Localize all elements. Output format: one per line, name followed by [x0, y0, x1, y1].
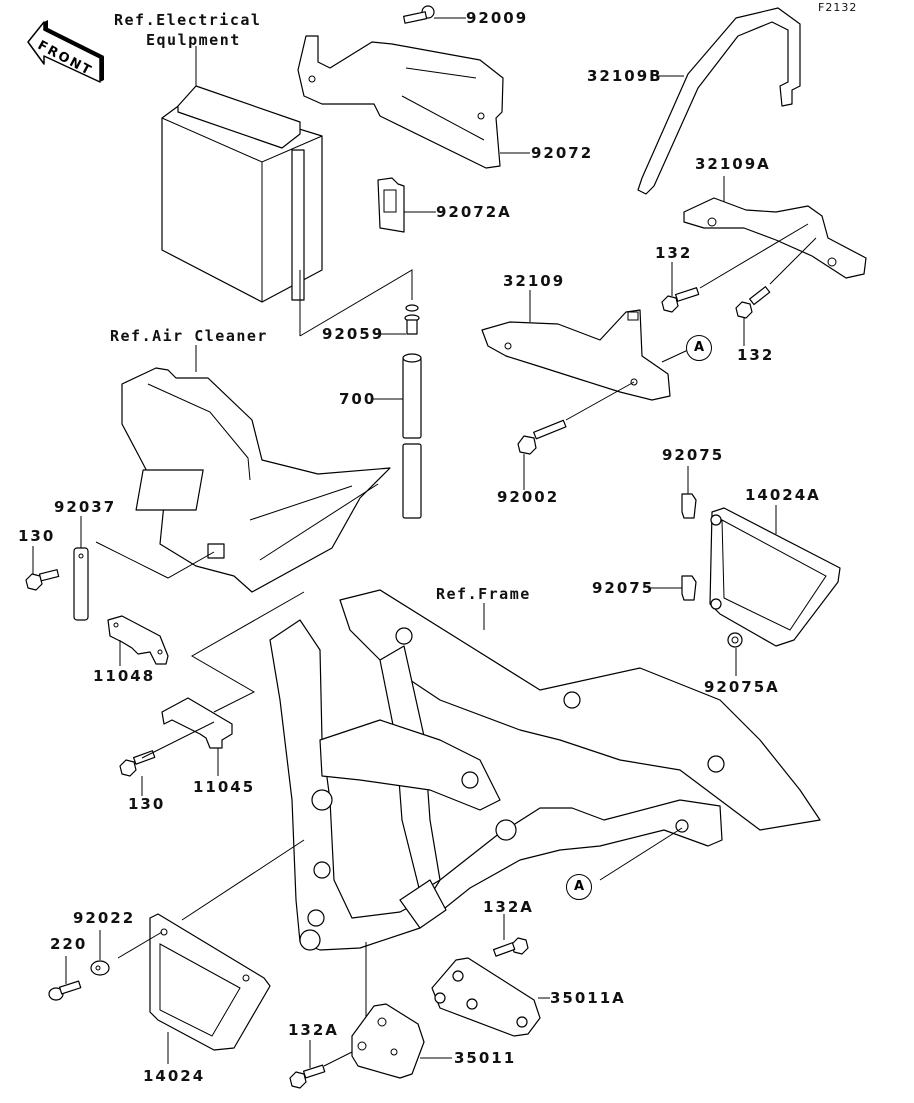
bolt-130-top [25, 546, 60, 591]
part-label-92075A[interactable]: 92075A [704, 678, 780, 696]
part-label-132-lower[interactable]: 132 [737, 346, 775, 364]
part-label-32109[interactable]: 32109 [503, 272, 566, 290]
bracket-32109A [683, 176, 867, 279]
part-label-92072A[interactable]: 92072A [436, 203, 512, 221]
bolt-132-lower [735, 237, 817, 346]
grommet-92075A [727, 632, 743, 676]
cover-14024A [709, 505, 841, 647]
part-label-14024A[interactable]: 14024A [745, 486, 821, 504]
clip-92072A [377, 177, 436, 233]
washer-92022 [90, 930, 163, 976]
part-label-92037[interactable]: 92037 [54, 498, 117, 516]
strap-32109B [637, 7, 801, 195]
ref-electrical-line1: Ref.Electrical [114, 11, 262, 29]
part-label-11045[interactable]: 11045 [193, 778, 256, 796]
mount-35011 [351, 1003, 452, 1079]
bolt-130-bottom [119, 721, 215, 796]
bolt-92002 [517, 381, 635, 490]
callout-a-top: A [686, 335, 712, 361]
tube-700 [372, 353, 422, 519]
part-label-11048[interactable]: 11048 [93, 667, 156, 685]
plate-11048 [107, 615, 169, 666]
strap-92037 [73, 516, 215, 621]
bolt-132A-top [492, 914, 529, 957]
part-label-700[interactable]: 700 [339, 390, 377, 408]
part-label-35011A[interactable]: 35011A [550, 989, 626, 1007]
screw-92009 [403, 5, 466, 24]
bolt-132A-bottom [289, 1040, 353, 1089]
part-label-220[interactable]: 220 [50, 935, 88, 953]
bracket-11045 [161, 697, 233, 776]
cover-14024 [149, 913, 271, 1064]
battery-bracket [297, 35, 504, 169]
part-label-130-top[interactable]: 130 [18, 527, 56, 545]
battery [161, 46, 323, 303]
callout-a-bottom: A [566, 874, 592, 900]
clip-92075-mid [648, 575, 697, 601]
part-label-92075-top[interactable]: 92075 [662, 446, 725, 464]
ref-air-cleaner: Ref.Air Cleaner [110, 327, 268, 345]
ref-electrical-line2: Equlpment [146, 31, 241, 49]
clip-92075-top [681, 466, 697, 519]
bolt-132-upper [661, 223, 809, 313]
part-label-32109B[interactable]: 32109B [587, 67, 663, 85]
bracket-32109 [481, 290, 689, 401]
part-label-92075-mid[interactable]: 92075 [592, 579, 655, 597]
mount-35011A [431, 957, 550, 1037]
part-label-132A-bottom[interactable]: 132A [288, 1021, 339, 1039]
part-label-92059[interactable]: 92059 [322, 325, 385, 343]
part-label-92002[interactable]: 92002 [497, 488, 560, 506]
screw-220 [48, 956, 82, 1001]
part-label-92022[interactable]: 92022 [73, 909, 136, 927]
part-label-35011[interactable]: 35011 [454, 1049, 517, 1067]
part-label-32109A[interactable]: 32109A [695, 155, 771, 173]
air-cleaner [121, 345, 391, 593]
part-label-132-upper[interactable]: 132 [655, 244, 693, 262]
ref-frame: Ref.Frame [436, 585, 531, 603]
part-label-130-bottom[interactable]: 130 [128, 795, 166, 813]
front-arrow-icon [27, 20, 104, 83]
part-label-132A-top[interactable]: 132A [483, 898, 534, 916]
figure-id: F2132 [818, 1, 858, 14]
grommet-92059 [299, 269, 420, 337]
part-label-92072[interactable]: 92072 [531, 144, 594, 162]
part-label-92009[interactable]: 92009 [466, 9, 529, 27]
part-label-14024[interactable]: 14024 [143, 1067, 206, 1085]
frame [181, 589, 821, 1024]
